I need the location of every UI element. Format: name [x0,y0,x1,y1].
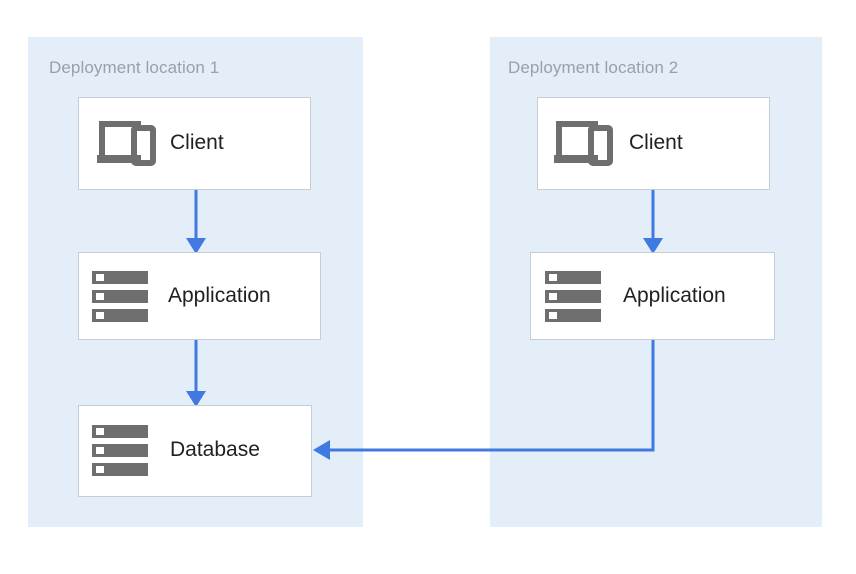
devices-icon [554,121,613,166]
node-label-application-1: Application [168,284,271,307]
zone-label-1: Deployment location 1 [49,58,220,77]
server-icon [92,271,148,322]
devices-icon [97,121,156,166]
node-label-database-1: Database [170,438,260,461]
zone-label-2: Deployment location 2 [508,58,679,77]
node-client-1[interactable] [78,97,311,190]
node-label-application-2: Application [623,284,726,307]
server-icon [92,425,148,476]
node-label-client-2: Client [629,131,683,154]
node-label-client-1: Client [170,131,224,154]
server-icon [545,271,601,322]
node-client-2[interactable] [537,97,770,190]
